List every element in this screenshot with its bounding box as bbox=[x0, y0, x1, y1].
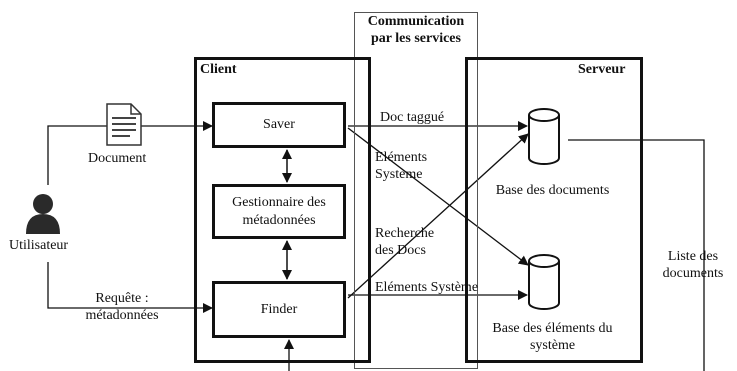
client-title: Client bbox=[200, 62, 237, 77]
label-doc-taggue: Doc taggué bbox=[380, 110, 445, 125]
arrow-saver-to-db-elements bbox=[347, 127, 529, 266]
label-document: Document bbox=[88, 151, 147, 166]
actor-name: Utilisateur bbox=[9, 238, 69, 253]
label-elements-systeme-2: Eléments Système bbox=[375, 280, 479, 295]
arrow-finder-to-db-documents bbox=[347, 133, 529, 299]
saver-component: Saver bbox=[212, 102, 346, 148]
finder-component: Finder bbox=[212, 281, 346, 338]
label-requete: Requête : métadonnées bbox=[85, 291, 159, 323]
label-elements-systeme-1: Eléments Système bbox=[375, 150, 428, 182]
label-liste-documents: Liste des documents bbox=[662, 249, 724, 281]
gestionnaire-label: Gestionnaire des métadonnées bbox=[232, 194, 326, 228]
line-liste-documents bbox=[568, 139, 705, 371]
document-icon bbox=[106, 103, 142, 146]
finder-label: Finder bbox=[260, 301, 298, 317]
services-band bbox=[354, 12, 478, 369]
arrow-user-to-saver bbox=[47, 121, 213, 185]
client-box bbox=[194, 57, 371, 363]
user-icon bbox=[26, 194, 60, 234]
arrow-user-to-finder bbox=[47, 262, 213, 313]
database-icon-elements bbox=[528, 254, 560, 310]
serveur-box bbox=[465, 57, 643, 363]
db-elements-label: Base des éléments du système bbox=[492, 321, 613, 353]
db-documents-label: Base des documents bbox=[495, 183, 610, 198]
label-recherche-docs: Recherche des Docs bbox=[375, 226, 435, 258]
gestionnaire-component: Gestionnaire des métadonnées bbox=[212, 184, 346, 239]
database-icon-documents bbox=[528, 108, 560, 165]
serveur-title: Serveur bbox=[578, 62, 626, 77]
services-band-title: Communication par les services bbox=[367, 14, 465, 46]
saver-label: Saver bbox=[263, 117, 295, 132]
